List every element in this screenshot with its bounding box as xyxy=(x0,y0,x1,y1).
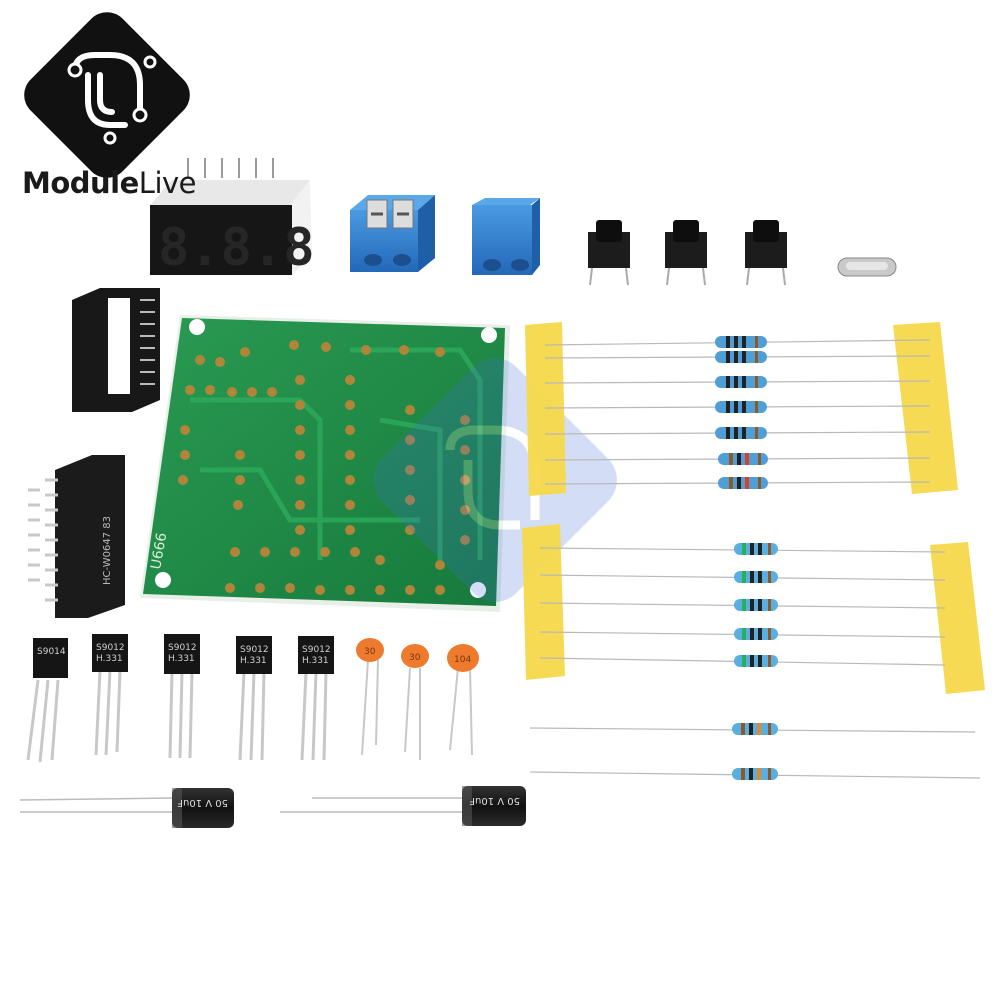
transistor-5-label: S9012 xyxy=(302,645,331,655)
brand-name-light: Live xyxy=(138,166,197,200)
resistors-upper xyxy=(544,336,931,489)
transistor-4-label: S9012 xyxy=(240,645,269,655)
tact-switch-2 xyxy=(665,220,707,286)
cap-3-label: 104 xyxy=(454,655,471,665)
brand-name-bold: Module xyxy=(22,166,139,200)
seven-segment-display: 8.8.8 xyxy=(150,158,315,278)
brand-wordmark: ModuleLive xyxy=(22,166,197,200)
terminal-block-1 xyxy=(350,195,435,272)
crystal-oscillator xyxy=(837,257,897,277)
modulelive-logo xyxy=(24,12,190,178)
ic-marking: HC-W0647 83 xyxy=(102,516,113,585)
transistor-3-sub: H.331 xyxy=(168,654,195,664)
transistor-1-label: S9014 xyxy=(37,647,66,657)
ceramic-capacitors: 30 30 104 xyxy=(356,638,479,760)
transistor-2-sub: H.331 xyxy=(96,654,123,664)
cap-1-label: 30 xyxy=(364,647,376,657)
pcb-marking: U666 xyxy=(148,531,170,570)
transistor-3-label: S9012 xyxy=(168,643,197,653)
electrolytic-capacitor-1: 50 V 10uF xyxy=(19,788,234,828)
ic-socket xyxy=(72,288,160,412)
transistor-2-label: S9012 xyxy=(96,643,125,653)
resistors-lower xyxy=(529,543,981,780)
electrolytic-capacitor-2: 50 V 10uF xyxy=(280,786,526,826)
tact-switch-1 xyxy=(588,220,630,286)
resistor-tape-upper xyxy=(525,322,958,496)
pcb-board: U666 xyxy=(140,315,510,612)
terminal-block-2 xyxy=(472,198,540,275)
ic-chip: HC-W0647 83 xyxy=(28,455,125,618)
electrolytic-1-label: 50 V 10uF xyxy=(177,797,228,808)
svg-text:8.8.8: 8.8.8 xyxy=(158,218,315,278)
tact-switch-3 xyxy=(745,220,787,286)
electrolytic-2-label: 50 V 10uF xyxy=(469,795,520,806)
cap-2-label: 30 xyxy=(409,653,421,663)
transistor-4-sub: H.331 xyxy=(240,656,267,666)
transistor-5-sub: H.331 xyxy=(302,656,329,666)
transistors: S9014 S9012 H.331 S9012 H.331 S9012 H.33… xyxy=(26,634,334,763)
